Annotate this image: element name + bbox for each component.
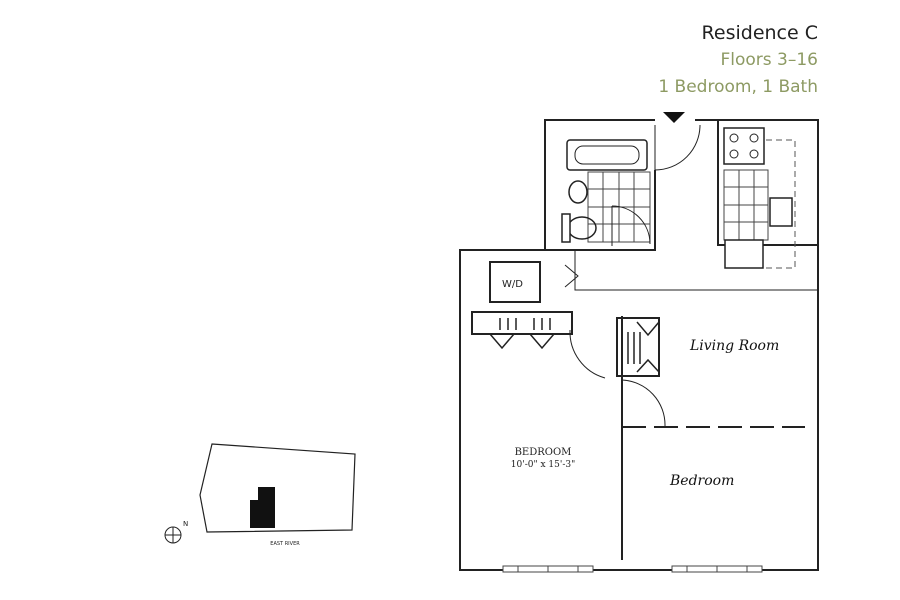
residence-title: Residence C [701,22,818,44]
building-outline [199,443,356,533]
bathtub-basin [574,145,640,165]
new-bedroom-door-swing [621,379,666,427]
bedroom-dimensions: 10'-0" x 15'-3" [511,460,575,470]
toilet-tank [561,213,571,243]
toilet-icon [567,216,597,240]
closet-doors [489,318,660,373]
hall-guide [574,250,818,291]
kitchen-wall [717,120,818,246]
bedroom-label: BEDROOM [515,447,572,458]
entry-door-swing [654,124,701,171]
sink-icon [568,180,588,204]
stove-icon [723,127,765,165]
bath-wall [545,170,656,251]
living-room-handwritten-label: Living Room [689,338,779,354]
floors-label: Floors 3–16 [720,50,818,70]
bathtub-icon [566,139,648,171]
entry-arrow-icon [663,112,685,123]
wd-closet [489,261,541,303]
bedroom-closet [471,311,573,335]
west-wall [459,119,655,571]
bath-door-swing [611,205,651,245]
wd-label: W/D [502,279,523,290]
floor-plan-walls [459,119,819,571]
unit-header: Residence C Floors 3–16 1 Bedroom, 1 Bat… [658,20,818,101]
refrigerator-icon [724,239,764,269]
wd-door [564,264,579,288]
tile-grid [587,169,769,243]
kitchen-sink-icon [769,197,793,227]
building-key-plan: EAST RIVER N [164,443,356,547]
north-label: N [183,520,188,528]
kitchen-counter [736,139,796,269]
door-swings [564,124,701,427]
windows [502,565,763,573]
bedroom-door-swing [569,329,606,379]
east-wall [695,119,819,571]
unit-location-highlight [250,487,275,528]
unit-type-label: 1 Bedroom, 1 Bath [658,77,818,97]
hall-closet [616,317,660,377]
bedroom-handwritten-label: Bedroom [669,473,734,489]
east-river-label: EAST RIVER [270,541,300,547]
